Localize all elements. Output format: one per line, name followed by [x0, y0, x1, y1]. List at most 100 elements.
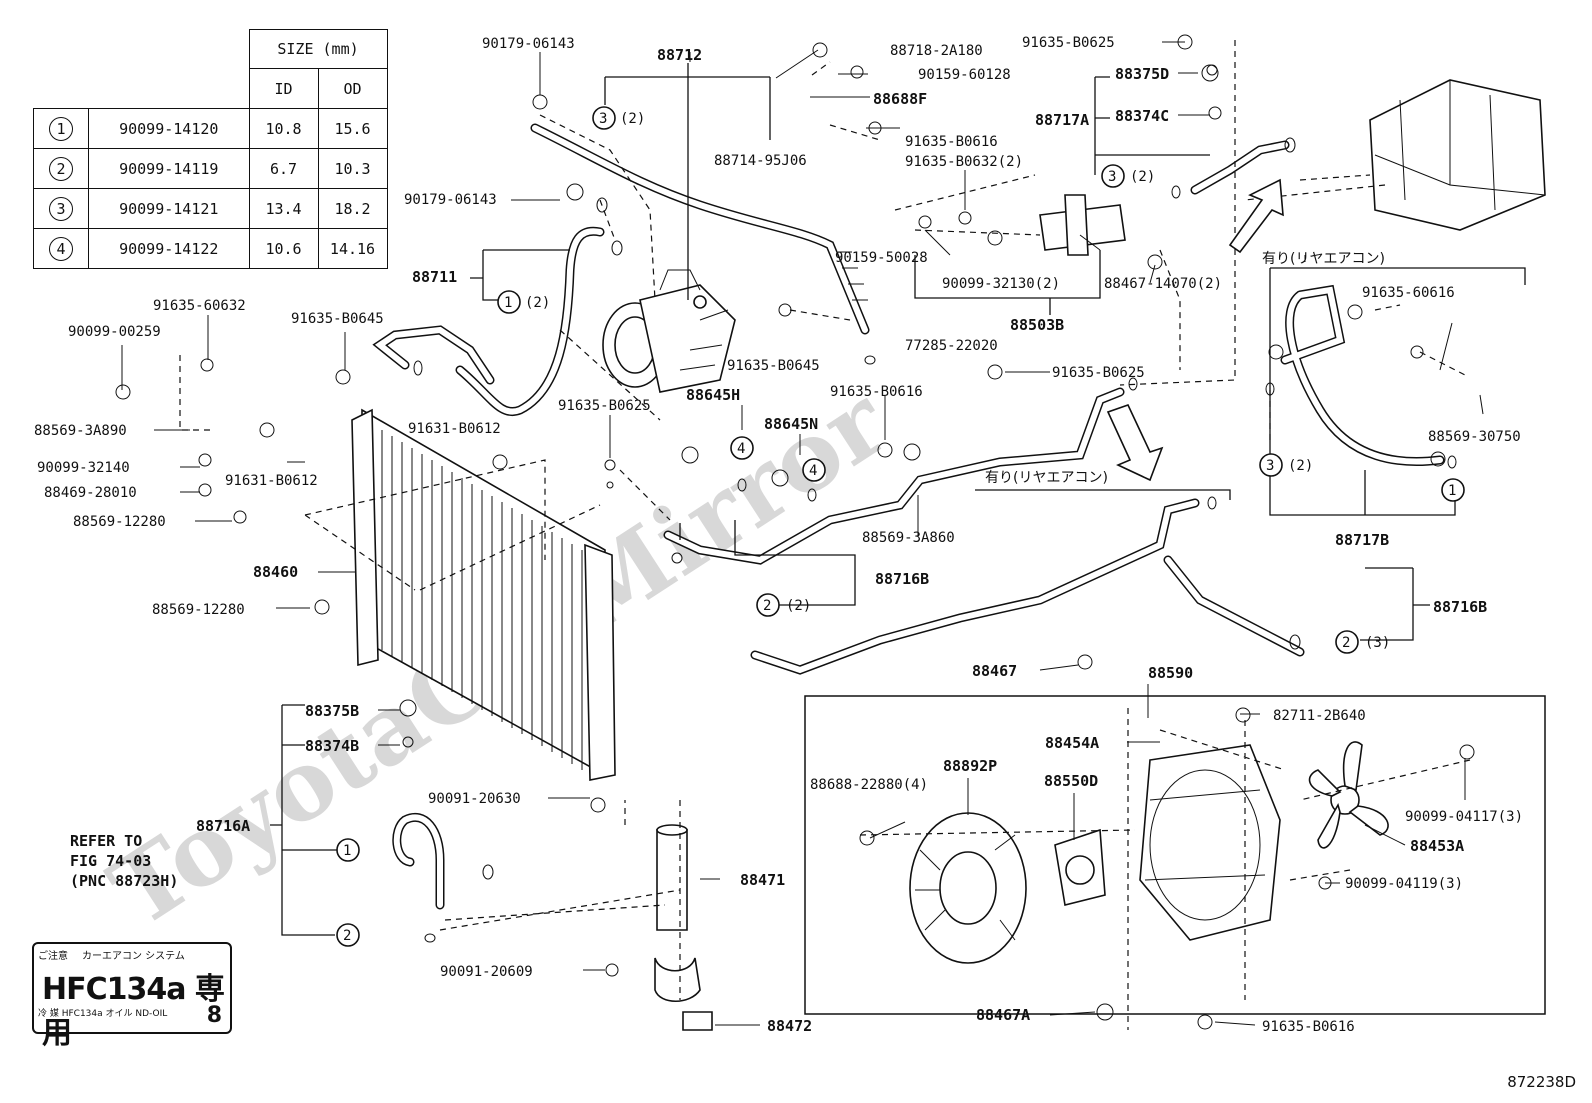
- label-88375b: 88375B: [305, 702, 359, 720]
- fan-motor-88550d: [1054, 828, 1106, 906]
- label-90091-20630: 90091-20630: [428, 791, 521, 807]
- size-marker-2c: 2: [336, 923, 360, 947]
- fan-shroud-88454a: [1139, 744, 1281, 941]
- label-88717b: 88717B: [1335, 531, 1389, 549]
- size-marker-3a: 3 (2): [592, 106, 645, 130]
- pipe-88717b: [1280, 284, 1445, 466]
- size-marker-4b: 4: [802, 458, 826, 482]
- label-91635-b0645-mid: 91635-B0645: [727, 358, 820, 374]
- label-91635-b0616-bottom: 91635-B0616: [1262, 1019, 1355, 1035]
- label-88711: 88711: [412, 268, 457, 286]
- label-82711-2b640: 82711-2B640: [1273, 708, 1366, 724]
- label-88375d: 88375D: [1115, 65, 1169, 83]
- svg-text:3: 3: [1108, 169, 1116, 185]
- label-88645h: 88645H: [686, 386, 740, 404]
- svg-text:(2): (2): [786, 598, 811, 614]
- label-88645n: 88645N: [764, 415, 818, 433]
- label-88569-3a860: 88569-3A860: [862, 530, 955, 546]
- size-header: SIZE (mm): [248, 29, 388, 69]
- label-88590: 88590: [1148, 664, 1193, 682]
- label-88374c: 88374C: [1115, 107, 1169, 125]
- svg-text:3: 3: [1266, 458, 1274, 474]
- compressor: [602, 269, 736, 393]
- condenser-88460: [351, 408, 616, 781]
- label-90099-04119: 90099-04119(3): [1345, 876, 1463, 892]
- svg-text:2: 2: [1342, 635, 1350, 651]
- label-88569-12280-bottom: 88569-12280: [152, 602, 245, 618]
- label-88460: 88460: [253, 563, 298, 581]
- svg-text:(3): (3): [1365, 635, 1390, 651]
- svg-text:(2): (2): [525, 295, 550, 311]
- label-91635-b0625-top: 91635-B0625: [1022, 35, 1115, 51]
- size-marker-1b: 1: [1441, 478, 1465, 502]
- label-90099-32130: 90099-32130(2): [942, 276, 1060, 292]
- label-88550d: 88550D: [1044, 772, 1098, 790]
- size-marker-1c: 1: [336, 838, 360, 862]
- label-88472: 88472: [767, 1017, 812, 1035]
- hfc-label-system: カーエアコン システム: [82, 951, 185, 962]
- size-marker-1a: 1 (2): [497, 290, 550, 314]
- label-88718-2a180: 88718-2A180: [890, 43, 983, 59]
- expansion-valve-88503b: [1039, 194, 1126, 256]
- label-88374b: 88374B: [305, 737, 359, 755]
- label-77285-22020: 77285-22020: [905, 338, 998, 354]
- label-88454a: 88454A: [1045, 734, 1099, 752]
- label-88569-30750: 88569-30750: [1428, 429, 1521, 445]
- label-88716a: 88716A: [196, 817, 250, 835]
- label-88688f: 88688F: [873, 90, 927, 108]
- hfc-label-caution: ご注意: [38, 951, 68, 962]
- size-marker-2b: 2 (3): [1335, 630, 1390, 654]
- label-91635-b0616-top: 91635-B0616: [905, 134, 998, 150]
- label-88716b-left: 88716B: [875, 570, 929, 588]
- svg-text:2: 2: [343, 928, 351, 944]
- label-90091-20609: 90091-20609: [440, 964, 533, 980]
- label-91631-b0612-top: 91631-B0612: [408, 421, 501, 437]
- svg-text:1: 1: [343, 843, 351, 859]
- size-marker-3c: 3(2): [1259, 453, 1313, 477]
- label-90179-06143-mid: 90179-06143: [404, 192, 497, 208]
- label-91635-b0616-mid: 91635-B0616: [830, 384, 923, 400]
- hose-88711: [455, 226, 605, 416]
- label-91631-b0612-left: 91631-B0612: [225, 473, 318, 489]
- svg-text:4: 4: [809, 463, 817, 479]
- label-88688-22880: 88688-22880(4): [810, 777, 928, 793]
- label-88467-14070: 88467-14070(2): [1104, 276, 1222, 292]
- svg-text:1: 1: [504, 295, 512, 311]
- hfc134a-label: ご注意カーエアコン システム HFC134a 専 用 冷 媒 HFC134a オ…: [32, 942, 232, 1051]
- svg-text:1: 1: [1448, 483, 1456, 499]
- figure-code: 872238D: [1507, 1073, 1576, 1091]
- label-rear-ac-right: 有り(リヤエアコン): [1262, 251, 1385, 267]
- size-marker-4a: 4: [730, 436, 754, 460]
- label-88712: 88712: [657, 46, 702, 64]
- arrow-rear-ac-upper: [1228, 178, 1284, 254]
- size-marker-3b: 3 (2): [1101, 164, 1155, 188]
- label-88717a: 88717A: [1035, 111, 1089, 129]
- label-88469-28010: 88469-28010: [44, 485, 137, 501]
- hfc-label-number: 8: [206, 1003, 222, 1028]
- hfc-label-refrigerant: 冷 媒 HFC134a オイル ND-OIL: [38, 1009, 168, 1019]
- label-90099-32140: 90099-32140: [37, 460, 130, 476]
- svg-text:3: 3: [599, 111, 607, 127]
- label-88569-12280-top: 88569-12280: [73, 514, 166, 530]
- refer-note: REFER TO FIG 74-03 (PNC 88723H): [70, 832, 179, 890]
- fan-blade-88453a: [1308, 741, 1389, 849]
- label-91635-60616: 91635-60616: [1362, 285, 1455, 301]
- svg-text:(2): (2): [1130, 169, 1155, 185]
- label-88569-3a890: 88569-3A890: [34, 423, 127, 439]
- label-88716b-right: 88716B: [1433, 598, 1487, 616]
- col-od-header: OD: [317, 68, 388, 109]
- cooling-unit: [1190, 79, 1546, 231]
- svg-text:2: 2: [763, 598, 771, 614]
- label-rear-ac-mid: 有り(リヤエアコン): [985, 470, 1108, 486]
- label-88453a: 88453A: [1410, 837, 1464, 855]
- label-88714-95j06: 88714-95J06: [714, 153, 807, 169]
- label-88467: 88467: [972, 662, 1017, 680]
- label-90159-50028: 90159-50028: [835, 250, 928, 266]
- svg-text:(2): (2): [620, 111, 645, 127]
- label-91635-60632: 91635-60632: [153, 298, 246, 314]
